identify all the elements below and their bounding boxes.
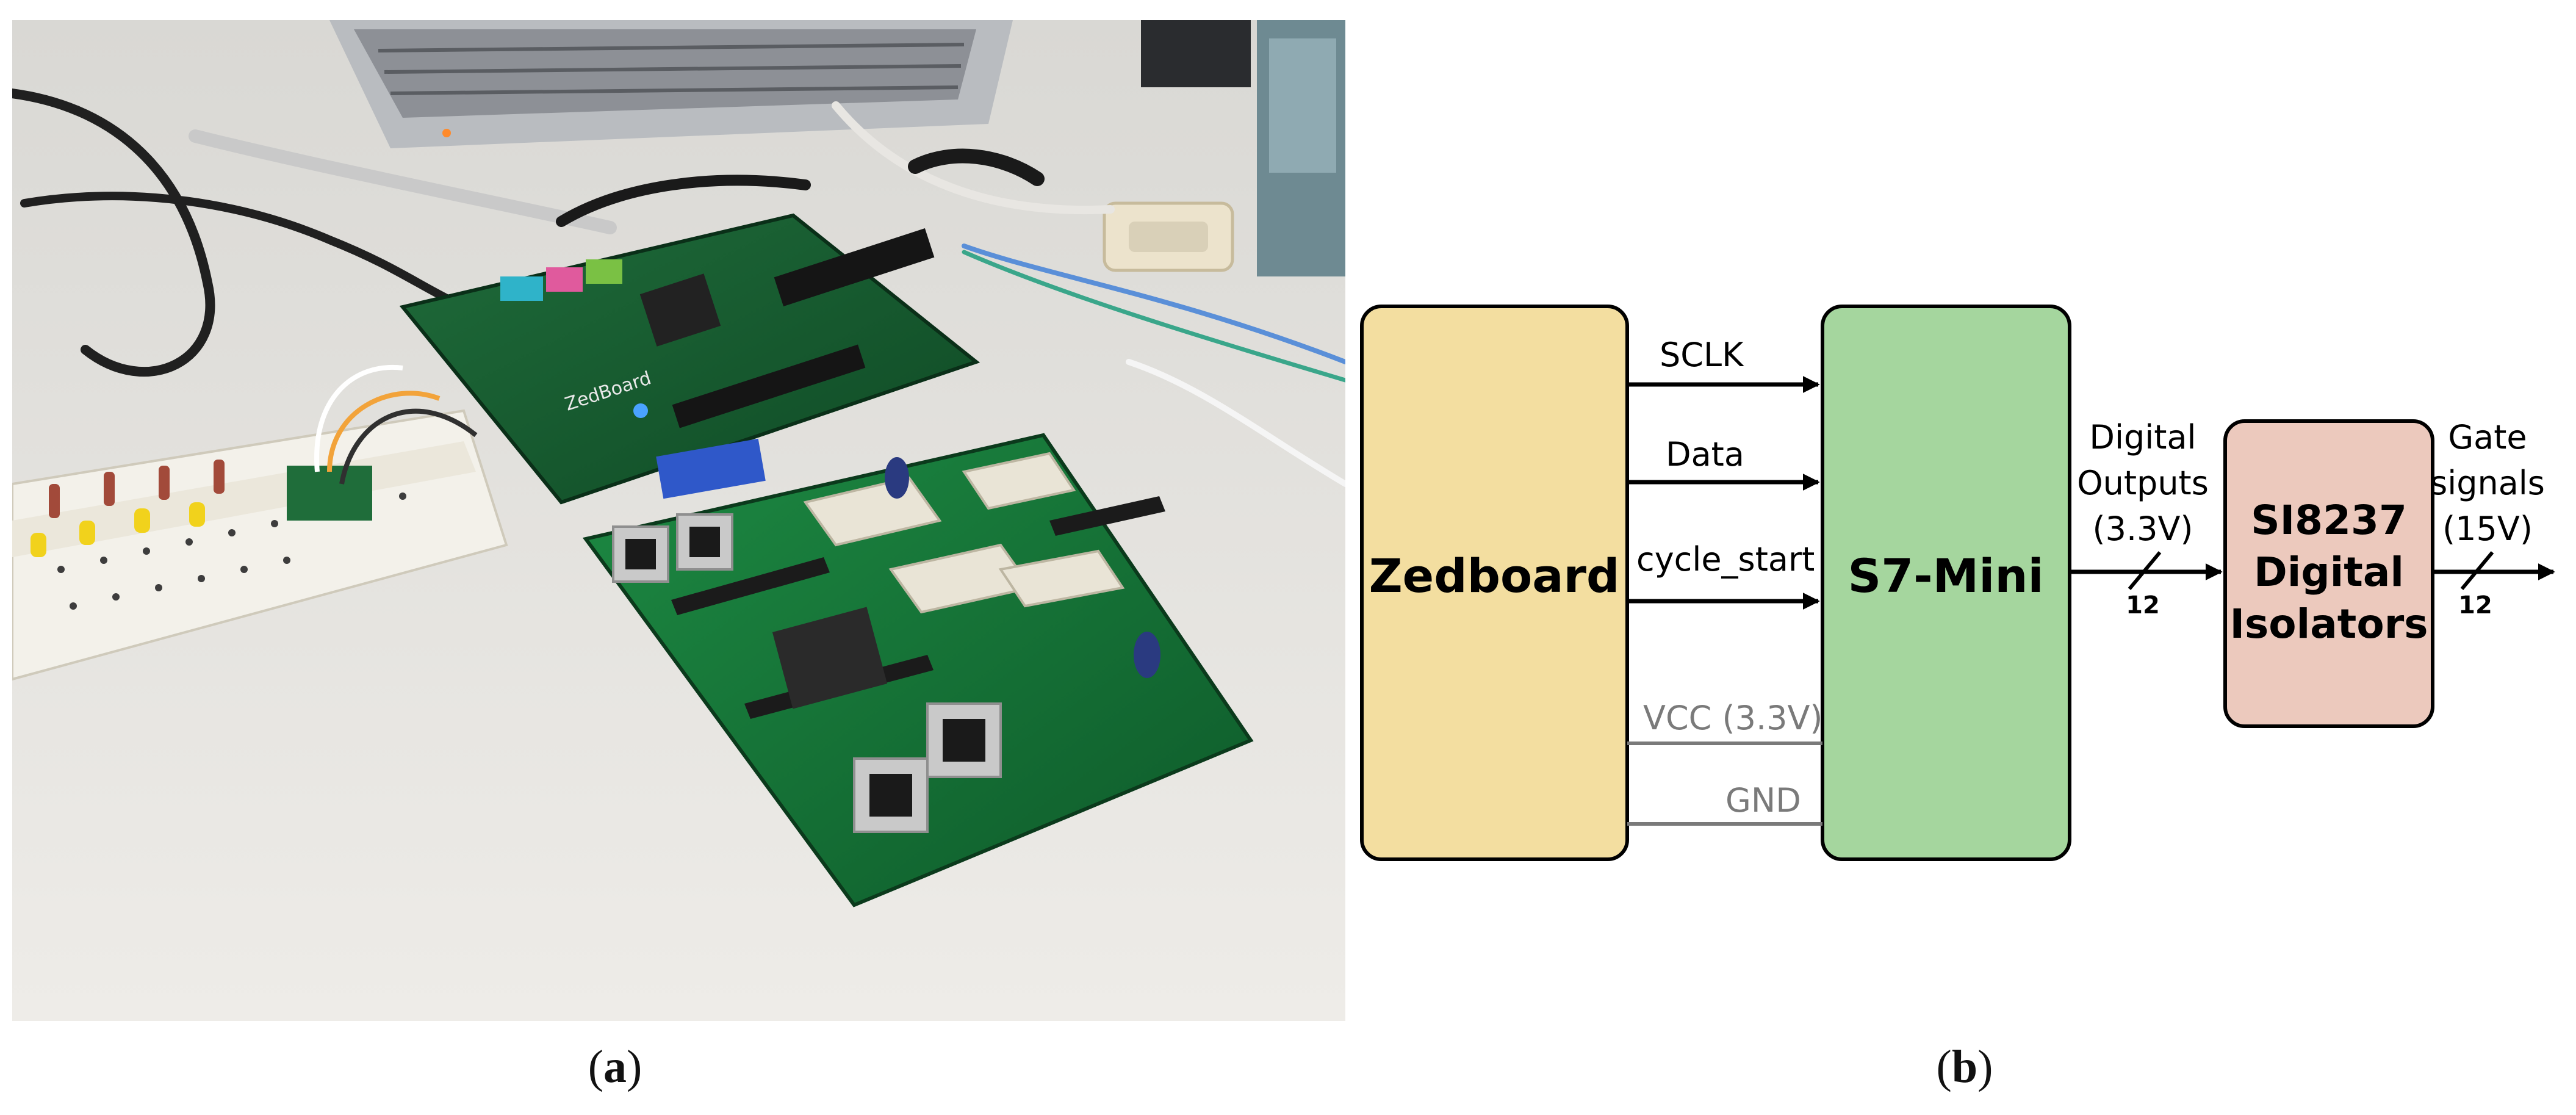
gnd-label: GND (1725, 781, 1801, 820)
caption-a: (a) (554, 1041, 676, 1094)
cables (12, 88, 1345, 487)
vcc-label: VCC (3.3V) (1643, 699, 1822, 737)
breadboard (12, 364, 508, 681)
hardware-photo-illustration: ZedBoard (12, 20, 1345, 1021)
isolators-label-line2: Digital (2254, 549, 2404, 596)
gate-signals-label-line2: signals (2430, 464, 2545, 502)
zedboard-block (1360, 305, 1629, 861)
caption-b: (b) (1904, 1041, 2026, 1094)
hardware-photo: ZedBoard (12, 20, 1345, 1021)
caption-a-close-paren: ) (627, 1041, 642, 1092)
digital-outputs-label-line1: Digital (2089, 418, 2196, 456)
s7mini-carrier-pcb (582, 433, 1254, 908)
laptop (329, 20, 1013, 148)
bus-width-label-2: 12 (2458, 591, 2492, 619)
isolators-label-line1: SI8237 (2251, 497, 2407, 544)
zedboard-block-label: Zedboard (1369, 549, 1620, 603)
sclk-label: SCLK (1660, 336, 1744, 374)
cycle-start-label: cycle_start (1636, 540, 1815, 579)
lab-equipment (1103, 20, 1345, 276)
digital-outputs-label-line3: (3.3V) (2093, 510, 2193, 548)
bus-slash-2 (2460, 551, 2494, 590)
data-label: Data (1666, 435, 1744, 474)
gate-signals-label-line3: (15V) (2442, 510, 2533, 548)
zedboard-pcb: ZedBoard (399, 213, 980, 505)
bus-width-label-1: 12 (2126, 591, 2160, 619)
isolators-label-line3: Isolators (2229, 601, 2428, 648)
gate-signals-label-line1: Gate (2448, 418, 2527, 456)
caption-b-letter: b (1951, 1041, 1978, 1092)
s7mini-block (1821, 305, 2071, 861)
digital-outputs-label-line2: Outputs (2077, 464, 2209, 502)
caption-b-open-paren: ( (1936, 1041, 1952, 1092)
s7mini-block-label: S7-Mini (1848, 549, 2044, 603)
bus-slash-1 (2128, 551, 2162, 590)
caption-a-open-paren: ( (588, 1041, 603, 1092)
caption-a-letter: a (603, 1041, 627, 1092)
caption-b-close-paren: ) (1977, 1041, 1993, 1092)
